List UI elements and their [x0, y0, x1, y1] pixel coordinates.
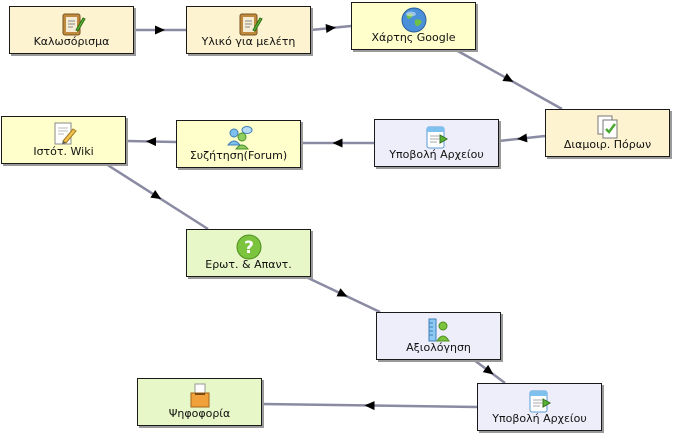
- people-chat-icon: [226, 126, 252, 150]
- node-google-map[interactable]: Χάρτης Google: [351, 2, 476, 50]
- arrowhead-5: [332, 138, 343, 148]
- node-label: Ερωτ. & Απαντ.: [205, 258, 292, 271]
- node-wiki[interactable]: Ιστότ. Wiki: [1, 116, 126, 164]
- globe-icon: [401, 7, 426, 33]
- edit-document-icon: [54, 122, 77, 145]
- notepad-pencil-icon: [239, 13, 263, 36]
- arrowhead-10: [364, 401, 375, 411]
- node-voting[interactable]: Ψηφοφορία: [137, 378, 262, 426]
- node-label: Υλικό για μελέτη: [201, 35, 296, 48]
- arrowhead-1: [155, 25, 165, 35]
- node-questions-answers[interactable]: ? Ερωτ. & Απαντ.: [186, 229, 311, 277]
- ballot-box-icon: [190, 383, 209, 408]
- node-forum[interactable]: Συζήτηση(Forum): [176, 120, 301, 168]
- arrowhead-6: [146, 137, 157, 147]
- node-label: Καλωσόρισμα: [33, 35, 110, 48]
- arrowhead-4: [517, 133, 528, 143]
- node-study-material[interactable]: Υλικό για μελέτη: [186, 6, 311, 54]
- node-resource-sharing[interactable]: Διαμοιρ. Πόρων: [545, 109, 670, 157]
- node-file-submission-2[interactable]: Υποβολή Αρχείου: [477, 383, 602, 431]
- node-label: Διαμοιρ. Πόρων: [563, 138, 652, 151]
- arrowhead-8: [336, 288, 348, 297]
- arrowhead-9: [482, 364, 494, 375]
- svg-text:?: ?: [244, 238, 254, 258]
- node-label: Ιστότ. Wiki: [33, 145, 94, 158]
- file-upload-icon: [426, 126, 448, 149]
- node-label: Αξιολόγηση: [406, 341, 471, 354]
- file-upload-icon: [529, 390, 551, 413]
- node-welcome[interactable]: Καλωσόρισμα: [9, 6, 134, 54]
- notepad-pencil-icon: [62, 13, 86, 36]
- arrowhead-2: [325, 24, 336, 33]
- node-label: Χάρτης Google: [371, 31, 456, 44]
- ruler-person-icon: [428, 318, 450, 342]
- question-mark-icon: ?: [236, 234, 261, 260]
- node-assessment[interactable]: Αξιολόγηση: [376, 312, 501, 360]
- node-label: Συζήτηση(Forum): [189, 149, 288, 162]
- node-label: Υποβολή Αρχείου: [492, 412, 587, 425]
- node-label: Ψηφοφορία: [168, 407, 231, 420]
- shared-document-icon: [597, 115, 617, 139]
- arrowhead-3: [502, 73, 514, 82]
- arrowhead-7: [150, 190, 162, 200]
- node-label: Υποβολή Αρχείου: [389, 148, 484, 161]
- node-file-submission-1[interactable]: Υποβολή Αρχείου: [374, 119, 499, 167]
